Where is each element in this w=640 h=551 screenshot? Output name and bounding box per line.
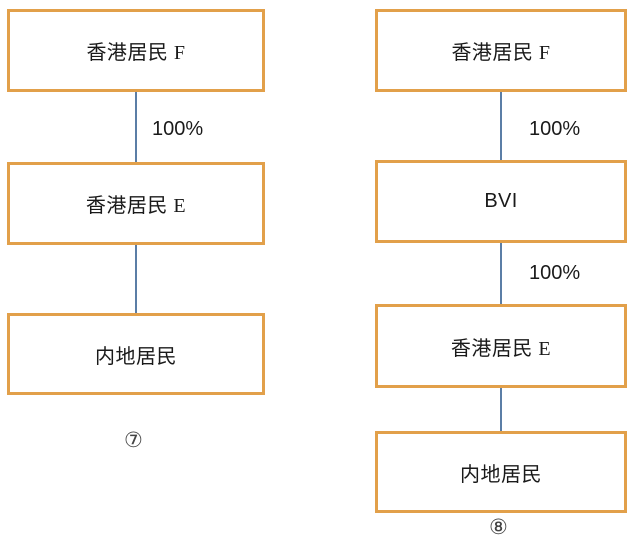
connector-8-3 bbox=[500, 386, 502, 433]
figure-label-7: ⑦ bbox=[124, 428, 143, 452]
node-8-4[interactable]: 内地居民 bbox=[375, 431, 627, 513]
node-7-2[interactable]: 香港居民 E bbox=[7, 162, 265, 245]
connector-7-2 bbox=[135, 243, 137, 315]
node-8-1-label: 香港居民 F bbox=[451, 42, 551, 64]
node-7-3[interactable]: 内地居民 bbox=[7, 313, 265, 395]
figure-label-8: ⑧ bbox=[489, 515, 508, 539]
connector-7-1 bbox=[135, 90, 137, 164]
node-8-3-label: 香港居民 E bbox=[450, 337, 552, 360]
node-7-2-label: 香港居民 E bbox=[85, 195, 187, 217]
node-8-2-label: BVI bbox=[484, 190, 518, 212]
node-7-1-label: 香港居民 F bbox=[86, 42, 186, 64]
connector-8-2 bbox=[500, 241, 502, 306]
node-8-2[interactable]: BVI bbox=[375, 160, 627, 243]
node-7-1[interactable]: 香港居民 F bbox=[7, 9, 265, 92]
edge-label-7-1: 100% bbox=[152, 118, 204, 140]
connector-8-1 bbox=[500, 90, 502, 162]
node-8-3[interactable]: 香港居民 E bbox=[375, 304, 627, 388]
node-7-3-label: 内地居民 bbox=[95, 345, 177, 368]
node-8-4-label: 内地居民 bbox=[460, 463, 542, 486]
edge-label-8-2: 100% bbox=[529, 262, 581, 284]
node-8-1[interactable]: 香港居民 F bbox=[375, 9, 627, 92]
edge-label-8-1: 100% bbox=[529, 118, 581, 140]
